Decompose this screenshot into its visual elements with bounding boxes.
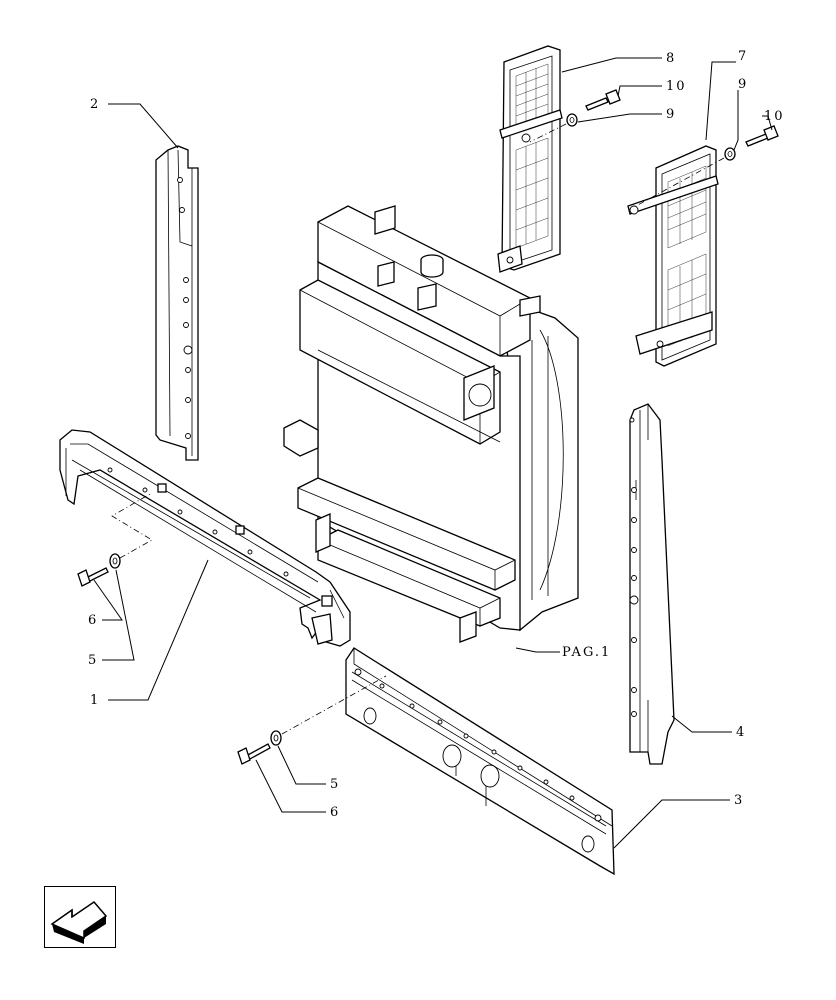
callout-3: 3 xyxy=(734,793,744,808)
fastener-right-bolt-washer xyxy=(635,125,779,207)
callout-labels: 1 2 3 4 5 6 5 6 7 8 9 9 10 10 PAG.1 xyxy=(88,49,785,820)
callout-6-center: 6 xyxy=(330,805,340,820)
leader-lines xyxy=(93,57,773,849)
page-reference-label: PAG.1 xyxy=(562,645,611,660)
callout-10-right: 10 xyxy=(764,109,785,124)
callout-10-top: 10 xyxy=(666,79,687,94)
callout-5-left: 5 xyxy=(88,653,98,668)
fastener-center-bolt-washer xyxy=(237,675,387,765)
callout-7: 7 xyxy=(738,49,748,64)
callout-6-left: 6 xyxy=(88,613,98,628)
callout-9-right: 9 xyxy=(738,77,748,92)
callout-4: 4 xyxy=(736,725,746,740)
part-2-left-side-bracket xyxy=(155,145,199,461)
fastener-top-bolt-washer xyxy=(529,89,621,143)
arrow-down-left-icon xyxy=(49,900,107,944)
part-4-right-side-bracket xyxy=(629,403,675,765)
callout-8: 8 xyxy=(666,51,676,66)
callout-9-top: 9 xyxy=(666,107,676,122)
radiator-assembly xyxy=(283,205,579,643)
part-1-lower-frame xyxy=(59,429,351,647)
callout-1: 1 xyxy=(90,693,100,708)
fastener-left-bolt-washer xyxy=(77,493,153,587)
part-3-bottom-plate xyxy=(345,647,615,876)
callout-5-center: 5 xyxy=(330,777,340,792)
callout-2: 2 xyxy=(90,97,100,112)
previous-page-button[interactable] xyxy=(44,886,116,948)
part-7-right-screen xyxy=(627,145,719,367)
part-8-top-screen xyxy=(497,45,563,273)
